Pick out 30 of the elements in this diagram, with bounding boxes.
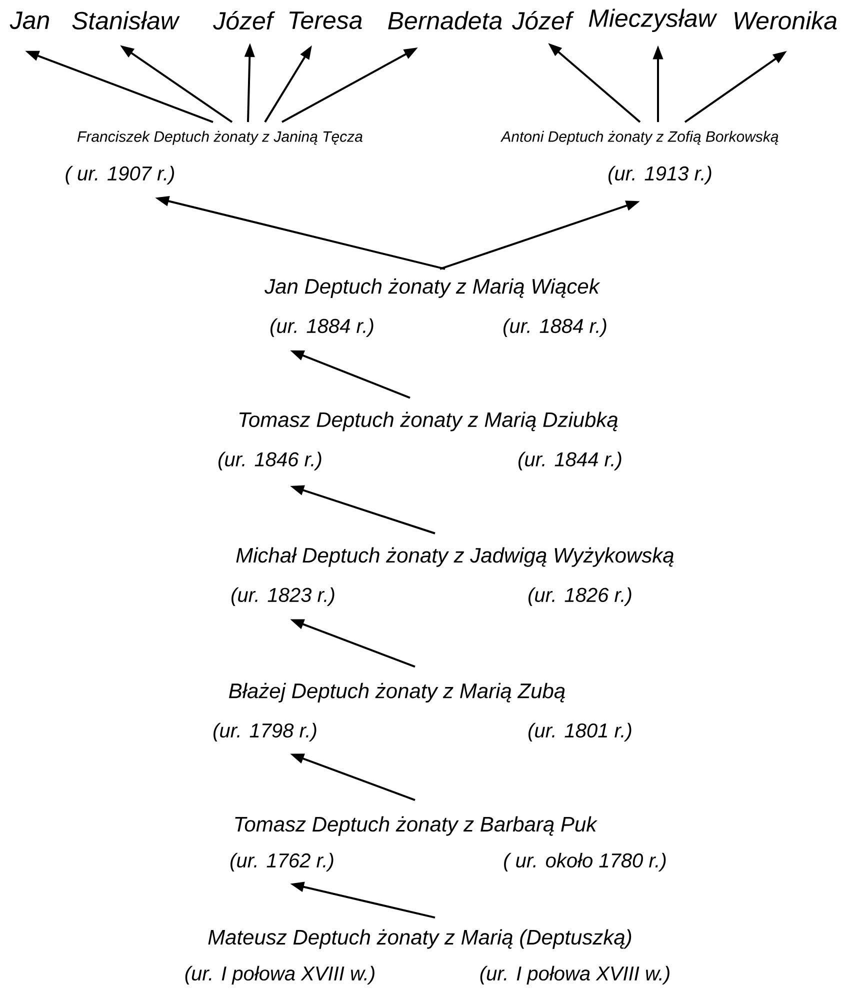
child-name: Teresa <box>289 12 362 30</box>
couple-text: Antoni Deptuch żonaty z Zofią Borkowską <box>500 130 778 145</box>
couple-text: Mateusz Deptuch żonaty z Marią (Deptuszką) <box>208 929 632 949</box>
birth-date: (ur. 1844 r.) <box>518 452 622 470</box>
child-name: Mieczysław <box>588 8 718 32</box>
birth-date: (ur. 1762 r.) <box>230 852 334 872</box>
child-name: Józef <box>512 11 574 30</box>
birth-date: (ur. 1798 r.) <box>214 722 316 742</box>
child-name: Józef <box>213 11 276 30</box>
couple-text: Tomasz Deptuch żonaty z Marią Dziubką <box>239 412 618 432</box>
birth-date: (ur. 1801 r.) <box>528 722 632 742</box>
birth-date: (ur. I połowa XVIII w.) <box>185 966 374 985</box>
birth-date: ( ur. 1907 r.) <box>66 166 174 184</box>
couple-text: Jan Deptuch żonaty z Marią Wiącek <box>264 278 600 298</box>
birth-date: (ur. I połowa XVIII w.) <box>480 966 670 985</box>
couple-text: Tomasz Deptuch żonaty z Barbarą Puk <box>235 816 598 836</box>
birth-date: (ur. 1846 r.) <box>218 452 322 470</box>
birth-date: (ur. 1913 r.) <box>608 166 712 184</box>
birth-date: (ur. 1884 r.) <box>270 318 374 338</box>
child-name: Stanisław <box>72 11 180 30</box>
birth-date: (ur. 1826 r.) <box>528 587 632 606</box>
child-name: Weronika <box>734 11 837 30</box>
child-name: Bernadeta <box>388 11 502 30</box>
birth-date: ( ur. około 1780 r.) <box>504 852 666 872</box>
couple-text: Franciszek Deptuch żonaty z Janiną Tęcza <box>77 130 362 145</box>
birth-date: (ur. 1823 r.) <box>232 587 334 606</box>
couple-text: Michał Deptuch żonaty z Jadwigą Wyżykowską <box>236 547 674 567</box>
child-name: Jan <box>10 12 49 30</box>
birth-date: (ur. 1884 r.) <box>504 318 606 338</box>
couple-text: Błażej Deptuch żonaty z Marią Zubą <box>228 682 565 702</box>
